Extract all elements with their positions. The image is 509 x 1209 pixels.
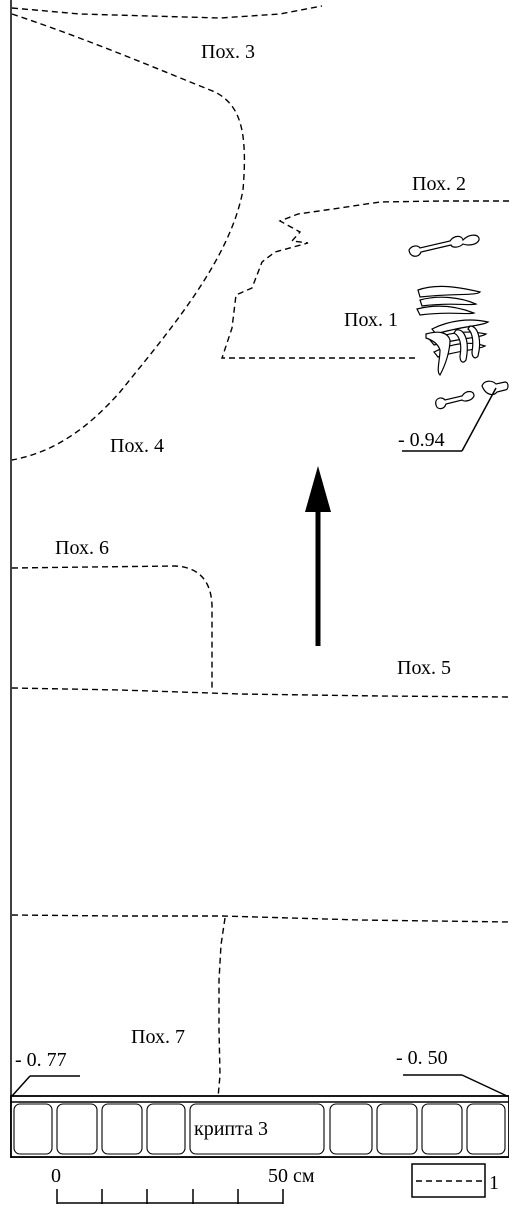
burial-6-outline: [11, 565, 213, 690]
burial-labels: Пох. 3 Пох. 2 Пох. 1 Пох. 4 Пох. 6 Пох. …: [55, 41, 466, 1048]
rib-2: [419, 296, 478, 307]
long-bone-upper: [408, 234, 480, 257]
legend-item-number: 1: [489, 1172, 499, 1194]
level-marker-bones: - 0.94: [398, 387, 497, 452]
scale-end-label: 50 см: [268, 1165, 315, 1187]
crypt-3-wall: крипта 3: [10, 1095, 509, 1158]
level-marker-left: - 0. 77: [11, 1049, 80, 1097]
burial-5-outline: [11, 687, 509, 698]
burial-7-outline: [11, 914, 509, 923]
long-bone-lower: [435, 390, 475, 410]
burial-label-3: Пох. 3: [201, 41, 255, 63]
burial-label-1: Пох. 1: [344, 309, 398, 331]
rib-7: [425, 331, 451, 376]
crypt-label: крипта 3: [194, 1118, 268, 1140]
level-label-bones: - 0.94: [398, 429, 445, 451]
rib-9: [467, 325, 481, 359]
burial-label-2: Пох. 2: [412, 173, 466, 195]
burial-label-7: Пох. 7: [131, 1026, 185, 1048]
level-label-right: - 0. 50: [396, 1047, 448, 1069]
crypt-stones: [13, 1103, 506, 1155]
burial-7-side-outline: [217, 917, 238, 1116]
burial-label-6: Пох. 6: [55, 537, 109, 559]
burial-label-5: Пох. 5: [397, 657, 451, 679]
level-marker-right: - 0. 50: [396, 1047, 508, 1097]
rib-8: [453, 329, 468, 363]
scale-bar: 0 50 см: [51, 1165, 315, 1204]
rib-4: [431, 319, 490, 335]
rib-1: [417, 285, 482, 298]
burial-2-outline: [221, 200, 509, 359]
burial-3-top-outline: [11, 5, 323, 19]
north-arrow: [305, 466, 331, 646]
scale-start-label: 0: [51, 1165, 61, 1187]
burial-3-outline: [11, 13, 246, 461]
burial-1-bones: [408, 234, 509, 410]
arrow-head-icon: [305, 466, 331, 512]
long-bone-edge: [481, 380, 509, 396]
legend: 1: [411, 1163, 499, 1198]
level-label-left: - 0. 77: [15, 1049, 67, 1071]
burial-label-4: Пох. 4: [110, 435, 164, 457]
rib-3: [416, 305, 476, 316]
